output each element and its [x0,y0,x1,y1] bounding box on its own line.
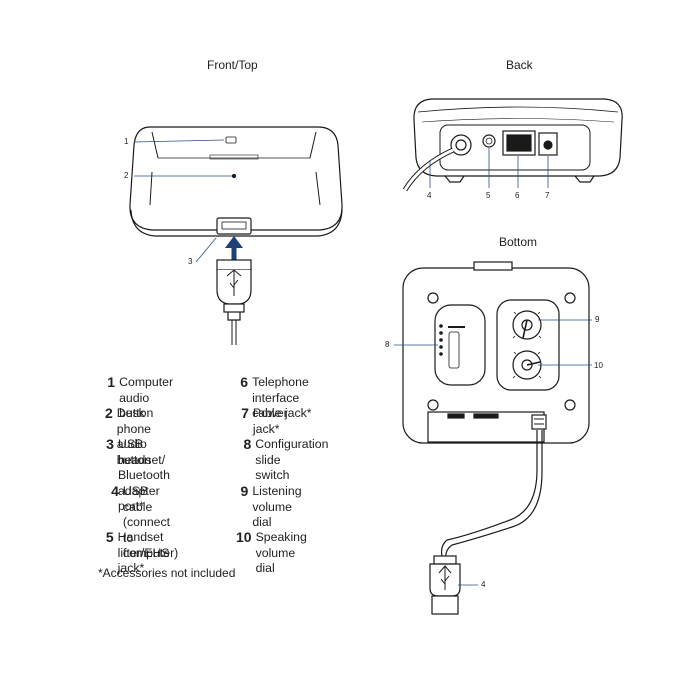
legend-text: Handset lifter/EHS jack* [117,530,170,575]
callout-3-front: 3 [188,257,193,266]
legend-text: Telephone interface cable jack* [252,375,312,420]
usb-cable-bottom [429,430,543,615]
legend-number: 6 [240,374,249,390]
callout-lines-front [133,139,232,263]
legend-text: USB cable (connect to computer) [122,484,179,560]
legend-number: 9 [240,483,249,499]
legend-text: USB headset/ Bluetooth adapter port* [117,437,170,513]
legend-item: 10 Speaking volume dial [236,529,311,577]
legend-text: Speaking volume dial [255,530,307,575]
callout-lines-back [429,148,549,188]
legend-number: 3 [106,436,114,452]
legend-item: 6 Telephone interface cable jack* [236,374,317,422]
usb-cable-back [402,134,472,192]
back-view-title: Back [506,58,533,72]
callout-6-back: 6 [515,191,520,200]
callout-4-back: 4 [427,191,432,200]
callout-5-back: 5 [486,191,491,200]
back-device [413,98,623,183]
legend-item: 3 USB headset/ Bluetooth adapter port* [105,436,176,515]
legend-item: 5 Handset lifter/EHS jack* [105,529,176,577]
bottom-view-title: Bottom [499,235,538,249]
legend-text: Power jack* [252,406,288,436]
legend-item: 9 Listening volume dial [236,483,309,531]
callout-lines-bottom [394,319,592,586]
legend-text: Listening volume dial [252,484,302,529]
callout-9-bottom: 9 [595,315,600,324]
legend-number: 2 [105,405,113,421]
legend-item: 8 Configuration slide switch [236,436,333,484]
legend-text: Desk phone audio button [116,406,151,467]
legend-number: 1 [107,374,116,390]
callout-7-back: 7 [545,191,550,200]
legend-number: 4 [111,483,119,499]
legend-text: Configuration slide switch [255,437,329,482]
front-top-view-title: Front/Top [207,58,258,72]
legend-item: 4 USB cable (connect to computer) [105,483,179,562]
usb-port-front [216,217,252,235]
legend-item: 1 Computer audio button [105,374,178,422]
callout-4-bottom: 4 [481,580,486,589]
legend-item: 2 Desk phone audio button [105,405,158,468]
legend-text: Computer audio button [119,375,174,420]
callout-10-bottom: 10 [594,361,603,370]
front-top-device [129,126,343,237]
callout-1-front: 1 [124,137,129,146]
legend-number: 10 [236,529,252,545]
bottom-device [402,261,590,444]
legend-number: 7 [241,405,249,421]
legend-item: 7 Power jack* [236,405,295,437]
usb-plug-front [216,259,252,345]
callout-2-front: 2 [124,171,129,180]
accessories-footnote: *Accessories not included [98,566,236,580]
legend-number: 5 [105,529,114,545]
callout-8-bottom: 8 [385,340,390,349]
legend-number: 8 [243,436,252,452]
